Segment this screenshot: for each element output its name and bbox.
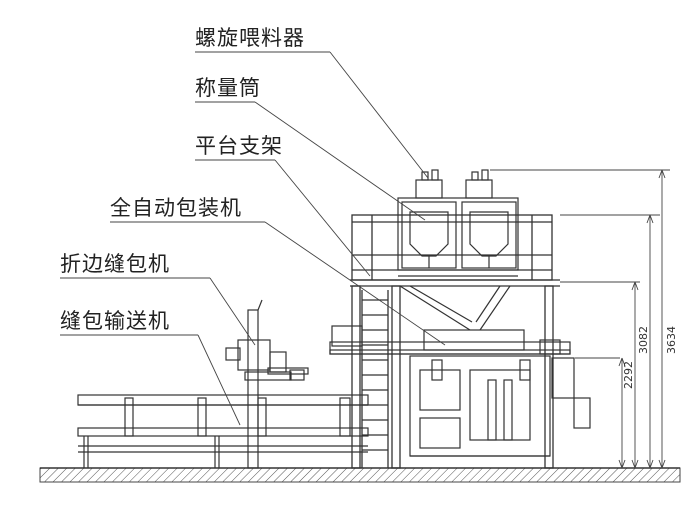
dimension-2292: 2292 [622, 361, 635, 389]
weighing-hopper-drawing [397, 197, 519, 277]
callout-sewing-conveyor: 缝包输送机 [60, 309, 170, 333]
ground [39, 467, 681, 483]
dimension-3634: 3634 [665, 326, 678, 354]
discharge-chute [399, 285, 511, 331]
callout-weighing-hopper: 称量筒 [195, 76, 261, 100]
auto-packing-machine-drawing [329, 325, 591, 457]
sewing-conveyor-drawing [77, 394, 369, 468]
dimension-labels: 3634 3082 2292 [622, 326, 678, 389]
callout-hemming-sewing-machine: 折边缝包机 [60, 252, 170, 276]
callout-screw-feeder: 螺旋喂料器 [195, 26, 305, 50]
dimension-3082: 3082 [637, 326, 650, 354]
screw-feeder-drawing [415, 169, 493, 199]
dimension-lines [490, 169, 670, 469]
hemming-sewing-machine-drawing [225, 299, 309, 469]
callout-leaders [60, 51, 446, 426]
callout-auto-packing-machine: 全自动包装机 [110, 196, 242, 220]
callout-platform-support: 平台支架 [195, 134, 283, 158]
platform-support-drawing [350, 214, 560, 469]
